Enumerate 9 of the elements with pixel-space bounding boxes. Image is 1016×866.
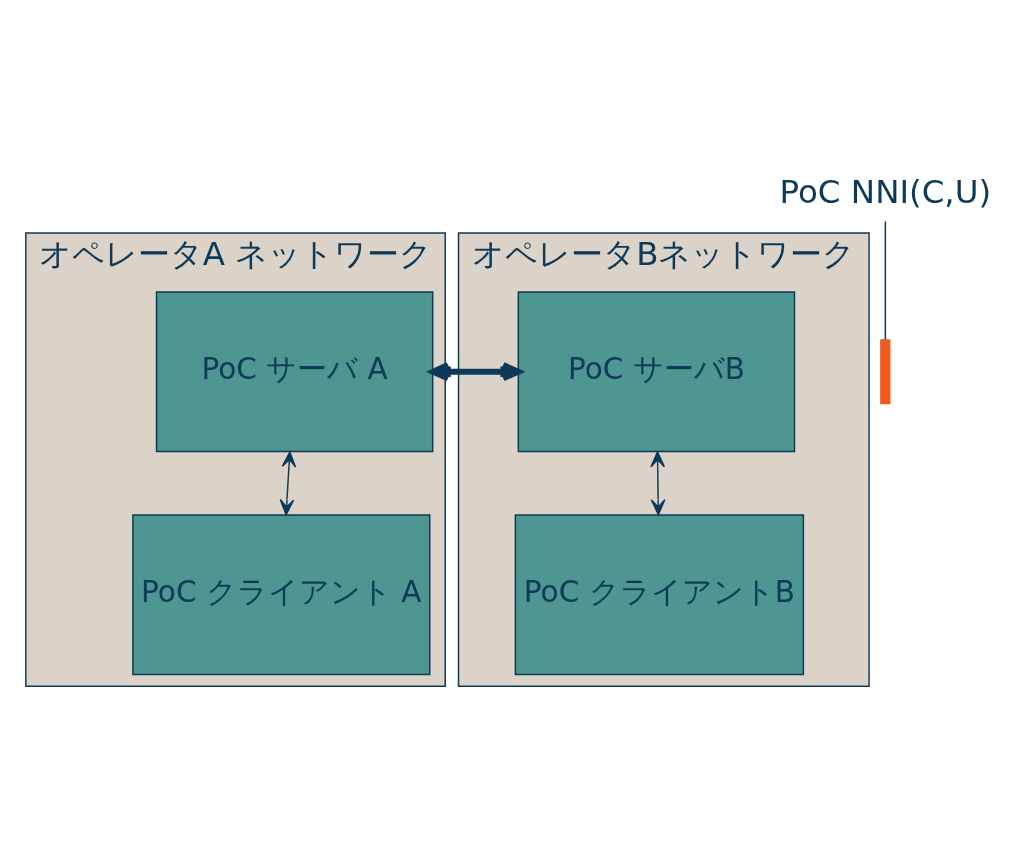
node-box: PoC クライアントB [514, 514, 805, 676]
node-text: PoC NNI(C,U) [779, 172, 992, 211]
node-box: PoC サーバB [517, 291, 796, 453]
arrow [650, 451, 666, 516]
node-box: PoC クライアント A [132, 514, 431, 676]
node-bar [880, 339, 891, 405]
arrow [279, 451, 297, 516]
node-box: PoC サーバ A [155, 291, 434, 453]
connector [884, 220, 887, 341]
